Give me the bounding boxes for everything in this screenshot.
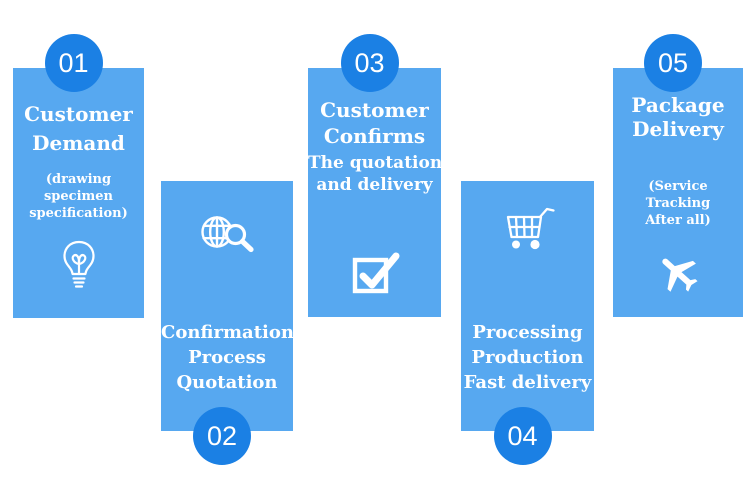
step-note: (Service Tracking After all) <box>613 178 743 229</box>
note-line: After all) <box>645 213 711 228</box>
shopping-cart-icon <box>461 205 594 251</box>
note-line: (Service <box>648 179 708 194</box>
step-number-badge: 02 <box>193 407 251 465</box>
step-number-badge: 04 <box>493 407 552 465</box>
title-line: Package <box>631 93 725 117</box>
title-line: Demand <box>32 131 125 155</box>
step-card-2: Confirmation Process Quotation 02 <box>161 181 294 465</box>
step-title: Processing Production Fast delivery <box>461 320 594 395</box>
title-line: Delivery <box>632 117 724 141</box>
step-title: Customer Confirms <box>308 97 441 149</box>
title-line: Customer <box>24 102 133 126</box>
step-card-5: 05 Package Delivery (Service Tracking Af… <box>613 34 743 317</box>
step-number-badge: 05 <box>644 34 702 92</box>
step-note: (drawing specimen specification) <box>13 171 144 222</box>
globe-search-icon <box>161 211 293 255</box>
step-number-badge: 01 <box>44 34 103 92</box>
note-line: specimen <box>43 189 113 204</box>
note-line: The quotation <box>308 153 443 173</box>
title-line: Processing <box>472 322 583 343</box>
lightbulb-icon <box>13 239 144 291</box>
step-number-badge: 03 <box>340 34 399 92</box>
title-line: Confirms <box>323 124 426 148</box>
note-line: (drawing <box>45 172 112 187</box>
step-card-1: 01 Customer Demand (drawing specimen spe… <box>13 34 144 318</box>
title-line: Customer <box>320 98 429 122</box>
title-line: Fast delivery <box>463 372 592 393</box>
step-number: 04 <box>507 420 538 451</box>
title-line: Process <box>188 347 266 368</box>
step-card-4: Processing Production Fast delivery 04 <box>461 181 594 465</box>
title-line: Production <box>471 347 584 368</box>
step-number: 05 <box>657 47 689 78</box>
step-number: 01 <box>58 47 89 78</box>
note-line: specification) <box>29 206 128 221</box>
title-line: Quotation <box>176 372 278 393</box>
step-note: The quotation and delivery <box>308 152 443 196</box>
airplane-icon <box>613 249 743 297</box>
step-title: Customer Demand <box>13 100 144 158</box>
checkbox-checked-icon <box>308 249 441 295</box>
step-number: 03 <box>354 47 385 78</box>
step-title: Package Delivery <box>613 93 743 141</box>
step-number: 02 <box>206 420 238 451</box>
note-line: and delivery <box>316 175 433 195</box>
note-line: Tracking <box>645 196 711 211</box>
title-line: Confirmation <box>161 322 294 343</box>
step-title: Confirmation Process Quotation <box>161 320 294 395</box>
step-card-3: 03 Customer Confirms The quotation and d… <box>308 34 443 317</box>
